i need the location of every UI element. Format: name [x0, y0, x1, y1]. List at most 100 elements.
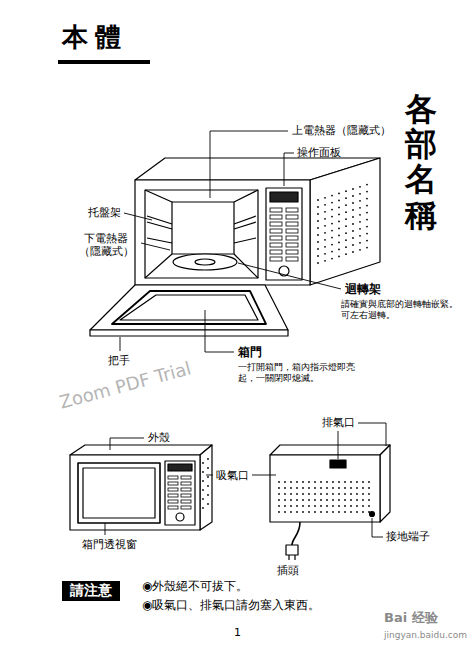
vent-hole — [345, 253, 347, 255]
vent-hole — [350, 511, 352, 513]
vent-hole — [278, 511, 280, 513]
cavity-edge — [145, 254, 172, 278]
vent-hole — [332, 481, 334, 483]
vent-hole — [296, 499, 298, 501]
vent-hole — [350, 493, 352, 495]
vent-hole — [284, 481, 286, 483]
part-name: 吸氣口 — [216, 469, 249, 482]
page-title: 本 體 — [62, 22, 121, 53]
ground-terminal — [370, 512, 375, 517]
leader-line — [210, 131, 288, 198]
part-name: 迴轉架 — [345, 282, 381, 296]
vent-hole — [344, 481, 346, 483]
vent-hole — [345, 239, 347, 241]
vent-hole — [314, 493, 316, 495]
vent-hole — [202, 480, 204, 482]
cavity-back — [172, 202, 234, 254]
vent-hole — [338, 481, 340, 483]
vent-hole — [359, 186, 361, 188]
vent-hole — [308, 505, 310, 507]
leader-line — [252, 475, 276, 476]
vent-hole — [344, 493, 346, 495]
vent-hole — [207, 503, 209, 505]
door-window-inner — [120, 295, 258, 320]
vent-hole — [326, 505, 328, 507]
leader-line — [110, 438, 144, 450]
vent-hole — [302, 493, 304, 495]
panel-button — [286, 215, 298, 219]
panel-button — [286, 257, 298, 261]
vent-hole — [302, 481, 304, 483]
vent-hole — [338, 193, 340, 195]
vent-hole — [331, 244, 333, 246]
section-heading: 各部名稱 — [405, 92, 437, 233]
panel-button — [270, 229, 282, 233]
control-panel — [266, 188, 302, 280]
vent-hole — [359, 207, 361, 209]
vent-hole — [359, 221, 361, 223]
vent-hole — [338, 221, 340, 223]
vent-hole — [308, 499, 310, 501]
vent-hole — [331, 202, 333, 204]
vent-hole — [352, 209, 354, 211]
vent-hole — [356, 487, 358, 489]
vent-hole — [356, 511, 358, 513]
cavity-edge — [234, 190, 258, 202]
leader-line — [358, 423, 386, 446]
vent-hole — [332, 511, 334, 513]
leader-line — [124, 213, 152, 220]
vent-hole — [338, 499, 340, 501]
vent-hole — [352, 244, 354, 246]
vent-hole — [332, 505, 334, 507]
vent-hole — [207, 467, 209, 469]
panel-button — [270, 222, 282, 226]
vent-hole — [290, 505, 292, 507]
tray-rail — [234, 238, 256, 243]
vent-hole — [308, 493, 310, 495]
tray-rail — [234, 222, 256, 229]
vent-hole — [320, 499, 322, 501]
vent-hole — [362, 499, 364, 501]
vent-hole — [359, 228, 361, 230]
vent-hole — [317, 206, 319, 208]
vent-hole — [338, 228, 340, 230]
vent-hole — [362, 481, 364, 483]
leader-line — [206, 475, 213, 476]
leader-line — [338, 431, 339, 459]
control-dial — [176, 513, 184, 521]
vent-hole — [290, 511, 292, 513]
oven-side — [310, 158, 380, 285]
panel-button — [270, 236, 282, 240]
vent-hole — [317, 248, 319, 250]
vent-hole — [338, 505, 340, 507]
vent-hole — [338, 511, 340, 513]
vent-hole — [302, 487, 304, 489]
leader-line — [205, 310, 234, 352]
oven-top — [70, 445, 212, 455]
part-name: 操作面板 — [297, 146, 341, 159]
page-number: 1 — [234, 626, 241, 639]
vent-hole — [284, 487, 286, 489]
panel-button — [168, 476, 178, 479]
panel-button — [168, 494, 178, 497]
vent-hole — [324, 232, 326, 234]
vent-hole — [345, 211, 347, 213]
vent-hole — [326, 499, 328, 501]
plug — [286, 545, 298, 555]
watermark: Bai — [384, 610, 407, 626]
vent-hole — [296, 493, 298, 495]
vent-hole — [324, 239, 326, 241]
part-name: 箱門透視窗 — [82, 538, 137, 551]
vent-hole — [368, 499, 370, 501]
display-window — [168, 464, 192, 471]
note-text: 一打開箱門，箱內指示燈即亮起，一關閉即熄滅。 — [238, 362, 360, 384]
leader-line — [120, 337, 121, 351]
leader-line — [238, 263, 341, 289]
display-window — [270, 192, 298, 202]
node-text: 請注意 — [70, 582, 112, 600]
plug-prong — [294, 555, 295, 560]
part-name: 下電熱器 （隱藏式） — [74, 232, 138, 258]
door-window — [78, 463, 160, 523]
vent-hole — [296, 505, 298, 507]
